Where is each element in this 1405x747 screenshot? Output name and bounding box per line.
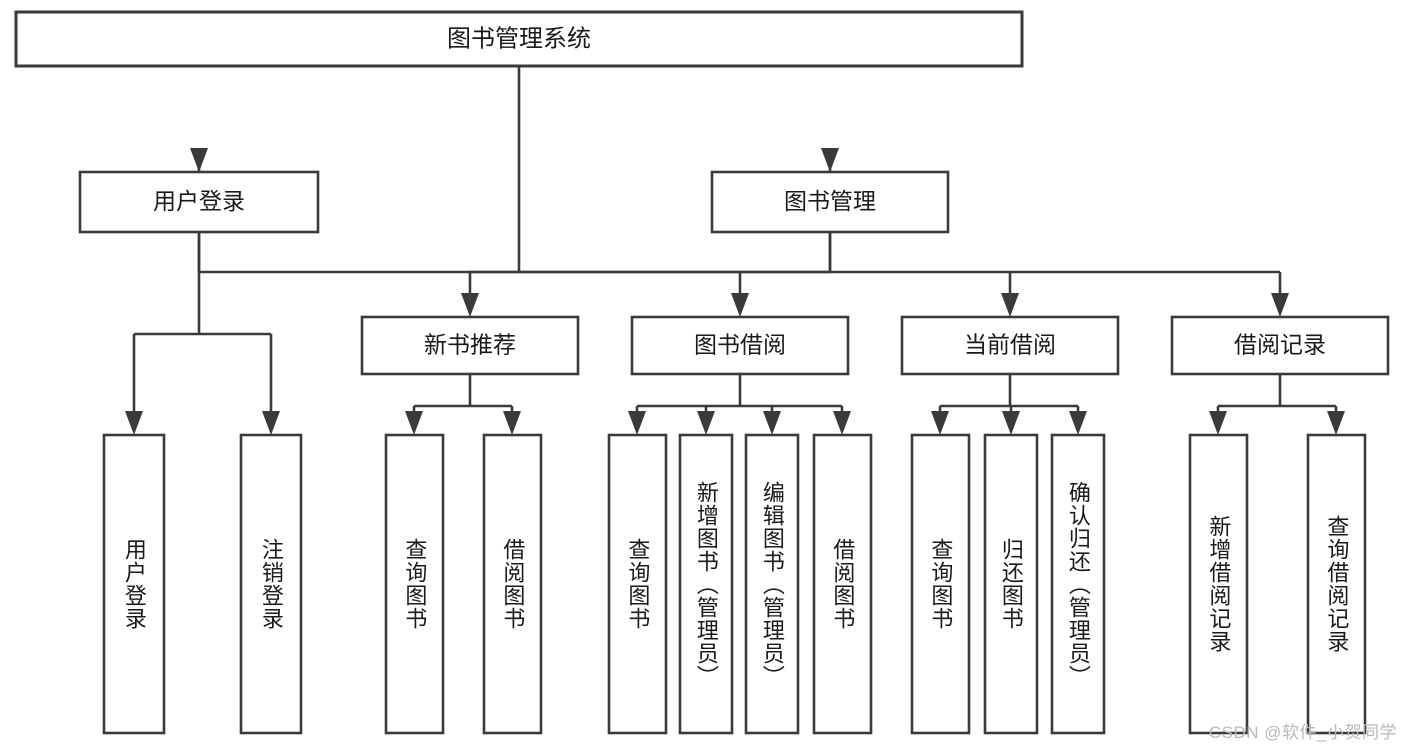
node-label-new-book-recommend: 新书推荐 (424, 332, 516, 358)
arrowhead-user-login-to-leaf-1 (125, 411, 143, 435)
arrowhead-book-borrow-to-leaf-4 (833, 411, 851, 435)
node-leaf-return-book[interactable] (983, 433, 1039, 735)
node-new-book-recommend[interactable] (360, 315, 580, 376)
arrowhead-book-borrow-to-leaf-2 (697, 411, 715, 435)
arrowhead-borrow-record-to-leaf-1 (1209, 411, 1227, 435)
node-leaf-borrow-book-recommend[interactable] (482, 433, 543, 735)
node-label-root: 图书管理系统 (447, 25, 591, 52)
arrowhead-borrow-record-to-leaf-2 (1327, 411, 1345, 435)
arrowhead-book-borrow-to-leaf-1 (628, 411, 646, 435)
node-leaf-add-book-admin[interactable] (678, 433, 734, 735)
node-borrow-record[interactable] (1170, 315, 1390, 376)
node-leaf-edit-book-admin[interactable] (744, 433, 800, 735)
arrowhead-book-manage-to-current-borrow (1001, 293, 1019, 317)
arrowhead-current-borrow-to-leaf-3 (1069, 411, 1087, 435)
node-leaf-query-book-current[interactable] (910, 433, 971, 735)
node-leaf-query-book-recommend[interactable] (384, 433, 445, 735)
node-leaf-borrow-book-borrow[interactable] (812, 433, 873, 735)
node-label-current-borrow: 当前借阅 (964, 332, 1056, 358)
arrowhead-new-book-to-leaf-2 (503, 411, 521, 435)
arrowhead-user-login-to-leaf-2 (262, 411, 280, 435)
arrowhead-book-manage-to-book-borrow (731, 293, 749, 317)
node-leaf-user-login[interactable] (102, 433, 166, 735)
connector-layer (125, 66, 1345, 435)
node-leaf-logout[interactable] (239, 433, 303, 735)
arrowhead-root-to-user-login (190, 148, 208, 172)
arrowhead-book-borrow-to-leaf-3 (763, 411, 781, 435)
node-book-borrow[interactable] (630, 315, 850, 376)
csdn-watermark: CSDN @软件_小贺同学 (1208, 723, 1397, 742)
node-label-borrow-record: 借阅记录 (1234, 332, 1326, 358)
node-label-book-manage: 图书管理 (784, 188, 876, 214)
node-leaf-add-borrow-record[interactable] (1188, 433, 1249, 735)
node-book-manage[interactable] (710, 170, 950, 234)
arrowhead-new-book-to-leaf-1 (405, 411, 423, 435)
node-user-login[interactable] (78, 170, 320, 234)
node-leaf-confirm-return-admin[interactable] (1050, 433, 1106, 735)
node-leaf-query-book-borrow[interactable] (607, 433, 668, 735)
node-root[interactable] (14, 10, 1024, 68)
arrowhead-root-to-book-manage (821, 148, 839, 172)
arrowhead-current-borrow-to-leaf-2 (1002, 411, 1020, 435)
arrowhead-book-manage-to-borrow-record (1271, 293, 1289, 317)
arrowhead-current-borrow-to-leaf-1 (931, 411, 949, 435)
arrowhead-book-manage-to-new-book (461, 293, 479, 317)
node-leaf-query-borrow-record[interactable] (1306, 433, 1367, 735)
node-label-book-borrow: 图书借阅 (694, 332, 786, 358)
node-current-borrow[interactable] (900, 315, 1120, 376)
node-label-user-login: 用户登录 (153, 188, 245, 214)
